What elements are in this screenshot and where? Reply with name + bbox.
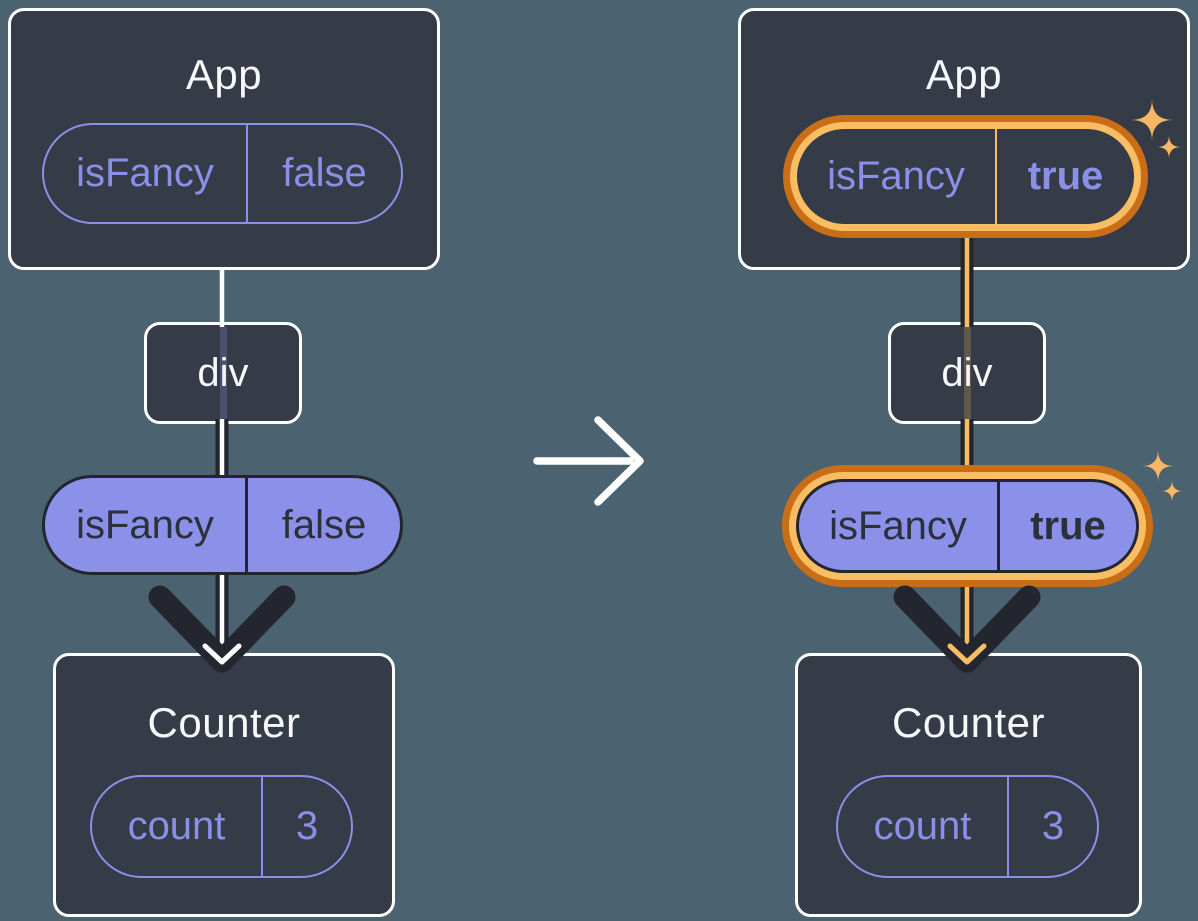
state-value: true <box>1027 154 1104 198</box>
sparkle-icon <box>1142 450 1174 482</box>
div-component-box: div <box>888 322 1046 424</box>
state-value-cell: 3 <box>1009 777 1097 876</box>
prop-value: false <box>281 502 367 547</box>
state-value-cell: true <box>997 129 1134 224</box>
prop-name: isFancy <box>829 503 967 548</box>
state-value: false <box>282 151 367 195</box>
app-state-pill: isFancy true <box>797 129 1134 224</box>
component-title: App <box>925 51 1003 98</box>
state-name: isFancy <box>827 154 965 198</box>
state-name: isFancy <box>76 151 214 195</box>
state-name: count <box>873 804 972 848</box>
component-title: Counter <box>147 699 301 746</box>
prop-name: isFancy <box>76 502 214 547</box>
state-name: count <box>127 804 226 848</box>
state-value: 3 <box>295 804 319 848</box>
counter-component-box <box>795 653 1142 917</box>
div-label: div <box>197 350 249 395</box>
passed-prop-pill-highlighted: isFancy true <box>782 465 1153 587</box>
passed-prop-pill: isFancy true <box>796 479 1139 573</box>
state-value-cell: false <box>248 125 401 222</box>
app-state-pill-highlighted: isFancy true <box>783 115 1148 238</box>
prop-flow-arrowhead-icon <box>893 585 1041 673</box>
prop-value: true <box>1030 503 1106 548</box>
app-state-pill: isFancy false <box>42 123 403 224</box>
counter-state-pill: count 3 <box>90 775 353 878</box>
state-name-cell: isFancy <box>44 125 248 222</box>
state-name-cell: count <box>92 777 263 876</box>
pass-through-stripe <box>963 327 971 419</box>
prop-flow-arrowhead-icon <box>148 585 296 673</box>
state-value: 3 <box>1041 804 1065 848</box>
state-name-cell: count <box>838 777 1009 876</box>
div-label: div <box>941 350 993 395</box>
prop-name-cell: isFancy <box>799 482 1000 570</box>
component-title: App <box>185 51 263 98</box>
prop-value-cell: true <box>1000 482 1136 570</box>
state-value-cell: 3 <box>263 777 351 876</box>
prop-name-cell: isFancy <box>45 478 248 572</box>
pass-through-stripe <box>219 327 227 419</box>
component-title: Counter <box>892 699 1045 746</box>
sparkle-icon <box>1161 480 1183 502</box>
arrow-right-icon <box>533 416 644 506</box>
prop-value-cell: false <box>248 478 400 572</box>
state-name-cell: isFancy <box>797 129 997 224</box>
passed-prop-pill: isFancy false <box>42 475 403 575</box>
div-component-box: div <box>144 322 302 424</box>
counter-state-pill: count 3 <box>836 775 1099 878</box>
